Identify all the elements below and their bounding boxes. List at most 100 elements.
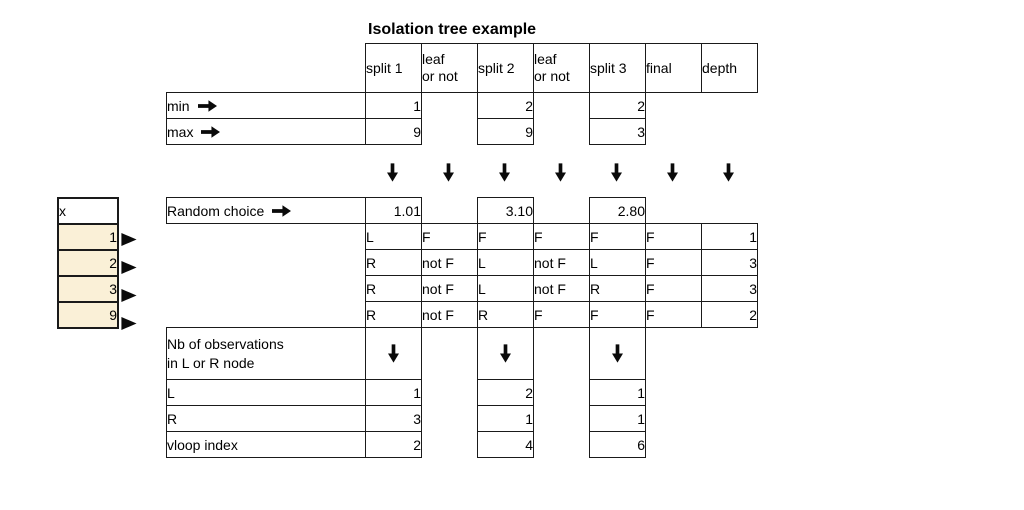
right-count-cell: 3 [365, 405, 422, 432]
observation-cell: F [477, 223, 534, 250]
down-arrow-icon [667, 163, 678, 182]
down-arrow-icon [611, 163, 622, 182]
max-label-cell: max [166, 118, 366, 145]
observation-cell: L [477, 275, 534, 302]
node-count-section-label: Nb of observations in L or R node [167, 336, 284, 371]
observation-depth-cell: 3 [701, 249, 758, 276]
left-count-cell: 1 [365, 379, 422, 406]
x-value-cell: 1 [57, 223, 119, 251]
minmax-table: split 1 leaf or not split 2 leaf or not … [166, 43, 758, 145]
play-arrow-icon [121, 289, 137, 302]
column-header-split2: split 2 [477, 43, 534, 93]
x-header-cell: x [57, 197, 119, 225]
observation-row: L F F F F F 1 [167, 223, 758, 250]
x-value-cell: 3 [57, 275, 119, 303]
random-choice-split2-cell: 3.10 [477, 197, 534, 224]
column-header-split1: split 1 [365, 43, 422, 93]
right-arrow-icon [272, 205, 291, 217]
observation-depth-cell: 2 [701, 301, 758, 328]
column-header-final: final [645, 43, 702, 93]
down-arrow-icon [500, 344, 511, 363]
max-split3-cell: 3 [589, 118, 646, 145]
header-row: split 1 leaf or not split 2 leaf or not … [167, 43, 758, 93]
observation-cell: F [533, 301, 590, 328]
down-arrow-icon [387, 163, 398, 182]
min-row: min 1 2 2 [166, 92, 758, 119]
observation-cell: F [645, 249, 702, 276]
observation-cell: F [645, 275, 702, 302]
observation-row: R not F R F F F 2 [167, 301, 758, 328]
observation-depth-cell: 1 [701, 223, 758, 250]
header-spacer-cell [167, 44, 366, 93]
max-split1-cell: 9 [365, 118, 422, 145]
node-count-arrow-cell [477, 327, 534, 380]
vloop-index-cell: 4 [477, 431, 534, 458]
observation-cell: F [421, 223, 478, 250]
vloop-index-label-cell: vloop index [166, 431, 366, 458]
min-split2-cell: 2 [477, 92, 534, 119]
left-count-cell: 2 [477, 379, 534, 406]
observation-cell: not F [421, 249, 478, 276]
right-arrow-icon [201, 126, 220, 138]
observation-cell: L [477, 249, 534, 276]
right-count-cell: 1 [589, 405, 646, 432]
observation-cell: R [365, 249, 422, 276]
observation-row: R not F L not F L F 3 [167, 249, 758, 276]
column-header-leaf2: leaf or not [533, 43, 590, 93]
left-count-row: L 1 2 1 [166, 379, 758, 406]
min-split1-cell: 1 [365, 92, 422, 119]
observation-cell: F [589, 223, 646, 250]
min-label: min [167, 97, 190, 114]
random-choice-label-cell: Random choice [166, 197, 366, 224]
left-count-cell: 1 [589, 379, 646, 406]
x-values-table: x 1 2 3 9 [57, 197, 119, 329]
play-arrow-icon [121, 261, 137, 274]
down-arrow-icon [499, 163, 510, 182]
observation-cell: R [365, 275, 422, 302]
down-arrow-icon [612, 344, 623, 363]
down-arrow-icon [723, 163, 734, 182]
observation-cell: F [533, 223, 590, 250]
right-count-label-cell: R [166, 405, 366, 432]
observation-cell: not F [421, 301, 478, 328]
play-arrow-icon [121, 317, 137, 330]
observation-depth-cell: 3 [701, 275, 758, 302]
random-choice-label: Random choice [167, 202, 265, 219]
left-count-label-cell: L [166, 379, 366, 406]
observation-cell: not F [421, 275, 478, 302]
observation-cell: not F [533, 275, 590, 302]
vloop-index-cell: 6 [589, 431, 646, 458]
min-split3-cell: 2 [589, 92, 646, 119]
right-count-cell: 1 [477, 405, 534, 432]
random-choice-split3-cell: 2.80 [589, 197, 646, 224]
random-choice-row: Random choice 1.01 3.10 2.80 [166, 197, 758, 224]
main-table: Random choice 1.01 3.10 2.80 L F F F F F… [166, 197, 758, 458]
observation-cell: L [589, 249, 646, 276]
node-count-arrow-cell [365, 327, 422, 380]
down-arrow-icon [388, 344, 399, 363]
figure-title: Isolation tree example [368, 21, 537, 38]
max-label: max [167, 123, 194, 140]
vloop-index-row: vloop index 2 4 6 [166, 431, 758, 458]
column-header-depth: depth [701, 43, 758, 93]
observation-cell: F [645, 223, 702, 250]
observation-cell: F [589, 301, 646, 328]
node-count-arrow-cell [589, 327, 646, 380]
right-count-row: R 3 1 1 [166, 405, 758, 432]
down-arrow-icon [555, 163, 566, 182]
play-arrow-icon [121, 233, 137, 246]
observation-cell: R [477, 301, 534, 328]
column-header-leaf1: leaf or not [421, 43, 478, 93]
max-split2-cell: 9 [477, 118, 534, 145]
observation-cell: R [365, 301, 422, 328]
x-value-cell: 9 [57, 301, 119, 329]
column-header-split3: split 3 [589, 43, 646, 93]
node-count-header-row: Nb of observations in L or R node [166, 327, 758, 380]
right-arrow-icon [198, 100, 217, 112]
node-count-section-label-cell: Nb of observations in L or R node [166, 327, 366, 380]
observation-cell: not F [533, 249, 590, 276]
down-arrow-icon [443, 163, 454, 182]
min-label-cell: min [166, 92, 366, 119]
max-row: max 9 9 3 [166, 118, 758, 145]
